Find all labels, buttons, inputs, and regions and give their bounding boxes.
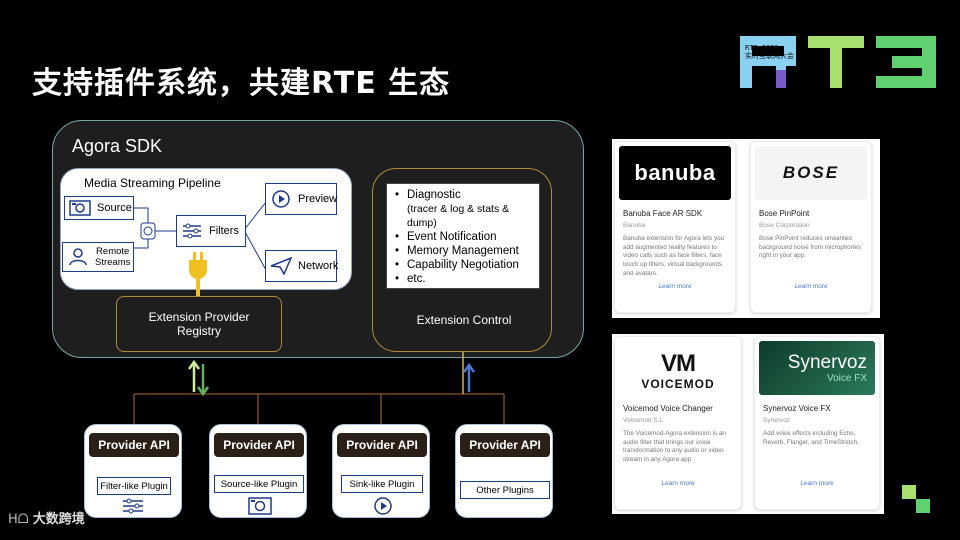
pipeline-connectors [134,201,267,271]
provider-api-label: Provider API [337,433,427,457]
learn-more-link[interactable]: Learn more [658,283,692,290]
source-like-plugin-tag: Source-like Plugin [214,475,304,493]
bose-logo: BOSE [755,146,867,200]
camera-icon [248,497,272,515]
agora-sdk-title: Agora SDK [72,136,163,156]
footer-brand-logo: ᕼᗝ 大数跨境 [8,508,85,527]
card-description: The Voicemod-Agora extension is an audio… [623,430,726,464]
voicemod-logo: VM VOICEMOD [619,341,737,401]
learn-more-link[interactable]: Learn more [800,480,834,487]
play-icon [272,190,290,208]
card-title: Synervoz Voice FX [763,404,831,413]
banuba-logo: banuba [619,146,731,200]
provider-api-label: Provider API [460,433,550,457]
rte-logo [740,36,936,88]
rte-logo-subtext: RTE 2021 实时互联网大会 [745,44,794,60]
footer-logo-text: 大数跨境 [32,512,85,527]
preview-label: Preview [298,193,338,205]
card-bose[interactable]: BOSE Bose PinPoint Bose Corporation Bose… [750,141,872,313]
filters-label: Filters [209,225,239,237]
source-label: Source [97,202,132,214]
remote-streams-node: Remote Streams [62,242,134,272]
registry-label-2: Registry [176,324,221,338]
extension-control-label: Extension Control [416,313,512,327]
control-item-diagnostic: Diagnostic (tracer & log & stats & dump) [393,188,533,230]
source-node: Source [64,196,134,220]
card-description: Add voice effects including Echo, Reverb… [763,430,859,446]
extension-cards-panel-bottom: VM VOICEMOD Voicemod Voice Changer Voice… [612,334,884,514]
filter-icon [183,223,201,239]
extension-cards-panel-top: banuba Banuba Face AR SDK Banuba Banuba … [612,139,880,318]
extension-provider-registry: Extension Provider Registry [116,296,282,352]
network-node: Network [265,250,339,282]
provider-api-label: Provider API [89,433,179,457]
card-company: Banuba [623,222,646,229]
camera-icon [69,200,91,216]
extension-control-list: Diagnostic (tracer & log & stats & dump)… [386,183,540,289]
footer-logo-mark: ᕼᗝ [8,512,33,527]
pixel-decoration [902,485,930,513]
control-item-capability: Capability Negotiation [393,258,533,272]
provider-api-label: Provider API [214,433,304,457]
card-title: Banuba Face AR SDK [623,209,703,218]
remote-label-2: Streams [95,257,131,268]
send-icon [270,257,292,275]
provider-other: Provider API Other Plugins [455,424,553,518]
pipeline-title: Media Streaming Pipeline [84,176,221,190]
card-synervoz[interactable]: Synervoz Voice FX Synervoz Voice FX Syne… [754,336,880,510]
provider-filter: Provider API Filter-like Plugin [84,424,182,518]
filters-node: Filters [176,215,246,247]
control-item-etc: etc. [393,272,533,286]
card-description: Banuba extension for Agora lets you add … [623,235,725,277]
card-title: Bose PinPoint [759,209,810,218]
person-icon [69,248,87,266]
card-company: Bose Corporation [759,222,810,229]
registry-label-1: Extension Provider [148,310,250,324]
provider-sink: Provider API Sink-like Plugin [332,424,430,518]
slide-title: 支持插件系统，共建RTE 生态 [32,66,451,101]
card-company: Voicemod S.L. [623,417,665,424]
remote-label-1: Remote [96,246,130,257]
plug-icon [189,252,207,300]
card-banuba[interactable]: banuba Banuba Face AR SDK Banuba Banuba … [614,141,736,313]
card-description: Bose PinPoint reduces unwanted backgroun… [759,235,861,260]
preview-node: Preview [265,183,337,215]
learn-more-link[interactable]: Learn more [794,283,828,290]
card-voicemod[interactable]: VM VOICEMOD Voicemod Voice Changer Voice… [614,336,742,510]
sink-like-plugin-tag: Sink-like Plugin [341,475,423,493]
filter-like-plugin-tag: Filter-like Plugin [97,477,171,495]
provider-source: Provider API Source-like Plugin [209,424,307,518]
synervoz-logo: Synervoz Voice FX [759,341,875,395]
other-plugins-tag: Other Plugins [460,481,550,499]
card-title: Voicemod Voice Changer [623,404,713,413]
play-icon [374,497,392,515]
card-company: Synervoz [763,417,791,424]
network-label: Network [298,260,339,272]
control-item-memory: Memory Management [393,244,533,258]
control-item-event: Event Notification [393,230,533,244]
learn-more-link[interactable]: Learn more [661,480,695,487]
filter-icon [123,498,143,514]
provider-connectors [133,352,505,424]
